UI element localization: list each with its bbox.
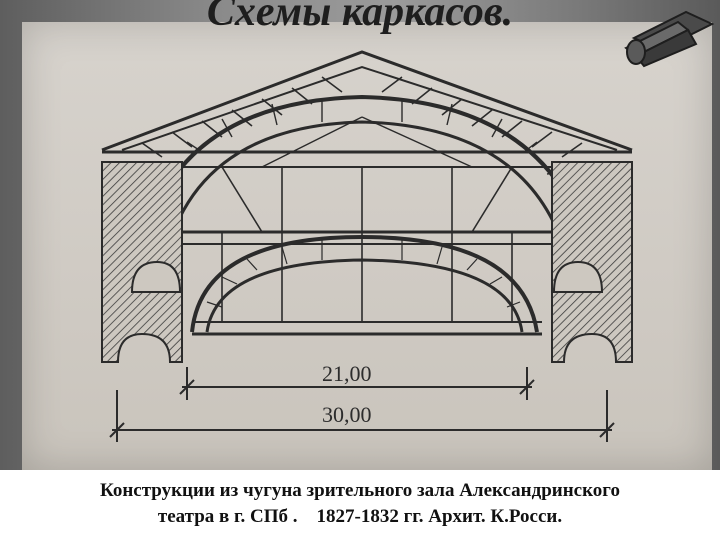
slide-title: Схемы каркасов. <box>206 0 514 35</box>
slide-caption: Конструкции из чугуна зрительного зала А… <box>0 478 720 530</box>
caption-line-1: Конструкции из чугуна зрительного зала А… <box>100 480 620 501</box>
theatre-frame-drawing: 21,00 30,00 <box>101 50 633 442</box>
caption-line-2: театра в г. СПб . 1827-1832 гг. Архит. К… <box>157 506 563 527</box>
rolled-scroll-icon <box>624 10 715 68</box>
dimension-inner-label: 21,00 <box>322 361 372 386</box>
dimension-outer-label: 30,00 <box>322 402 372 427</box>
